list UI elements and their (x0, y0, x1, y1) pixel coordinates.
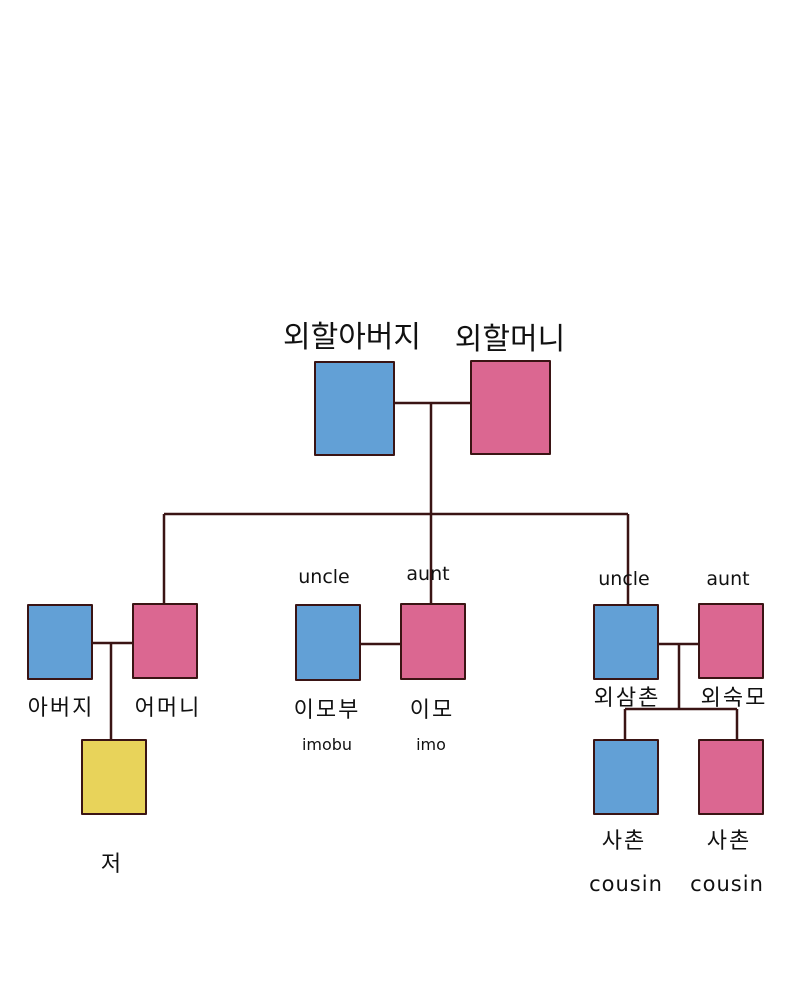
mother-box (132, 603, 198, 679)
imo-romanized-label: imo (416, 735, 446, 754)
cousin1-en-label: cousin (589, 872, 663, 896)
imo-label: 이모 (409, 698, 455, 723)
imobu-role-label: uncle (298, 566, 350, 588)
imobu-box (295, 604, 361, 681)
cousin1-box (593, 739, 659, 815)
imo-role-label: aunt (406, 563, 450, 585)
imo-box (400, 603, 466, 680)
uncle-label: 외삼촌 (593, 686, 661, 711)
me-label: 저 (100, 852, 124, 877)
grandmother-box (470, 360, 551, 455)
grandfather-label: 외할아버지 (283, 320, 421, 355)
uncle-box (593, 604, 659, 680)
grandfather-box (314, 361, 395, 456)
father-box (27, 604, 93, 680)
aunt-label: 외숙모 (700, 686, 768, 711)
aunt-box (698, 603, 764, 679)
father-label: 아버지 (27, 696, 95, 721)
cousin2-label: 사촌 (706, 829, 752, 854)
mother-label: 어머니 (134, 696, 202, 721)
cousin2-box (698, 739, 764, 815)
aunt-role-label: aunt (706, 568, 750, 590)
imobu-label: 이모부 (293, 698, 361, 723)
grandmother-label: 외할머니 (454, 322, 566, 357)
cousin1-label: 사촌 (601, 829, 647, 854)
me-box (81, 739, 147, 815)
uncle-role-label: uncle (598, 568, 650, 590)
imobu-romanized-label: imobu (301, 735, 353, 754)
cousin2-en-label: cousin (690, 872, 764, 896)
